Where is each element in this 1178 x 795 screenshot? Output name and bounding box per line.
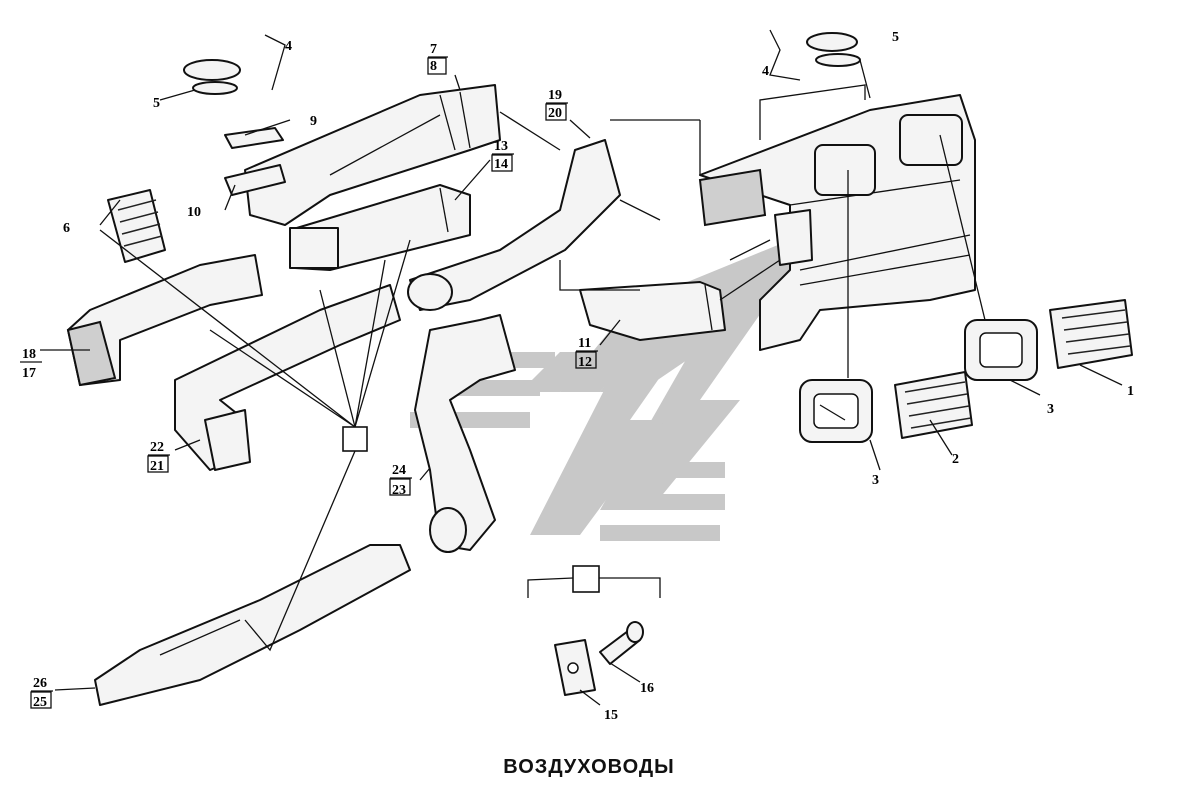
callout-3b: 3 [1047,402,1054,417]
callout-14: 14 [494,157,508,172]
diagram-caption: ВОЗДУХОВОДЫ [503,756,675,778]
duct-18-17 [66,254,263,387]
callout-16: 16 [640,681,654,696]
callout-18: 18 [22,347,36,362]
duct-11-12 [579,281,726,341]
leader-lines [40,29,1123,706]
duct-13-14 [289,184,471,271]
vent-grille-6 [107,189,166,263]
callout-19: 19 [548,88,562,103]
dashboard-panel [698,94,976,351]
callout-4b: 4 [762,64,769,79]
callout-13: 13 [494,139,508,154]
callout-6: 6 [63,221,70,236]
callout-numbers: 1 2 3 3 4 4 5 5 6 7 8 9 10 11 12 13 14 1… [22,30,1134,723]
callout-1: 1 [1127,384,1134,399]
callout-5b: 5 [892,30,899,45]
screw-16 [599,621,644,665]
callout-22: 22 [150,440,164,455]
callout-5a: 5 [153,96,160,111]
callout-17: 17 [22,366,36,381]
callout-10: 10 [187,205,201,220]
callout-23: 23 [392,483,406,498]
clip-15 [554,639,596,696]
vent-frame-3-right [964,319,1038,381]
duct-26-25 [94,544,411,706]
duct-19-20 [407,139,621,311]
bezel-5-right [806,32,861,67]
callout-4a: 4 [285,39,292,54]
callout-9: 9 [310,114,317,129]
callout-8: 8 [430,59,437,74]
reference-box-bottom [572,565,600,593]
callout-15: 15 [604,708,618,723]
duct-upper-left [244,84,501,226]
callout-20: 20 [548,106,562,121]
fraction-marks [20,56,598,709]
vent-grille-2 [894,371,973,439]
vent-frame-3-left [799,379,873,443]
reference-box-left [342,426,368,452]
duct-22-21 [174,284,401,471]
callout-21: 21 [150,459,164,474]
callout-3a: 3 [872,473,879,488]
duct-24-23 [414,314,516,553]
callout-25: 25 [33,695,47,710]
callout-12: 12 [578,355,592,370]
vent-grille-1 [1049,299,1133,369]
callout-24: 24 [392,463,406,478]
callout-26: 26 [33,676,47,691]
callout-2: 2 [952,452,959,467]
callout-7: 7 [430,42,437,57]
callout-11: 11 [578,336,591,351]
bezel-5-left [183,59,286,196]
